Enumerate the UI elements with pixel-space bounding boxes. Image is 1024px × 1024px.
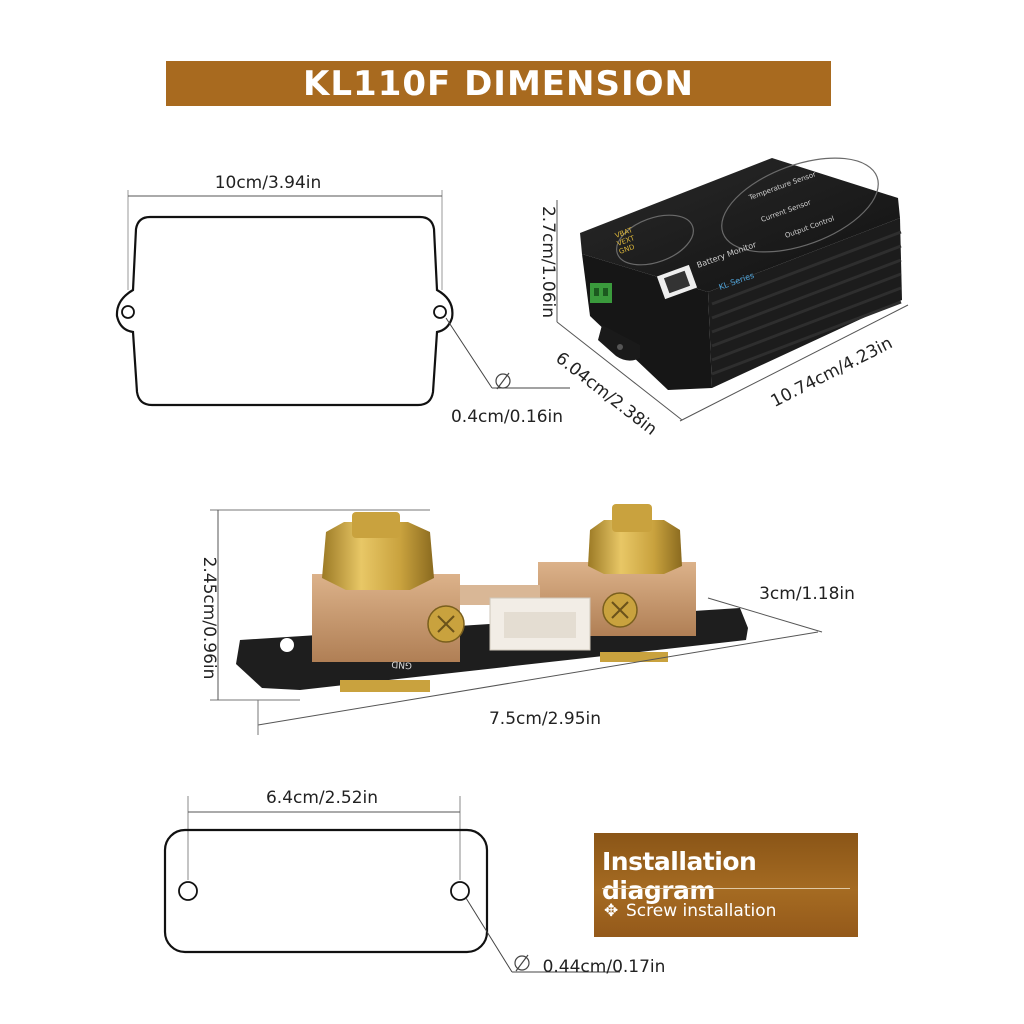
monitor-hole-label: 0.4cm/0.16in: [451, 407, 563, 427]
installation-panel: Installation diagram ✥ Screw installatio…: [594, 833, 858, 937]
page-title: KL110F DIMENSION: [303, 63, 694, 104]
shunt-photo: GND: [210, 504, 823, 735]
monitor-outline: [115, 190, 570, 407]
monitor-height-label: 2.7cm/1.06in: [538, 206, 558, 318]
shunt-length-label: 7.5cm/2.95in: [489, 709, 601, 729]
monitor-device: VBAT VEXT GND Battery Monitor KL Series …: [556, 157, 909, 422]
monitor-width-label: 10cm/3.94in: [215, 173, 322, 193]
bracket-outline: [163, 796, 620, 973]
bracket-spacing-label: 6.4cm/2.52in: [266, 788, 378, 808]
shunt-height-label: 2.45cm/0.96in: [199, 557, 219, 680]
shunt-width-label: 3cm/1.18in: [759, 584, 855, 604]
green-terminal-icon: [590, 283, 612, 303]
left-terminal-nut-icon: [322, 522, 434, 590]
bracket-hole-label: 0.44cm/0.17in: [543, 957, 666, 977]
installation-subtitle: Screw installation: [626, 901, 777, 921]
move-arrows-icon: ✥: [604, 901, 619, 920]
right-terminal-nut-icon: [588, 520, 682, 574]
installation-divider: [602, 888, 850, 889]
installation-title: Installation diagram: [602, 847, 757, 905]
board-gnd-label: GND: [391, 658, 412, 669]
title-banner: KL110F DIMENSION: [166, 61, 831, 106]
